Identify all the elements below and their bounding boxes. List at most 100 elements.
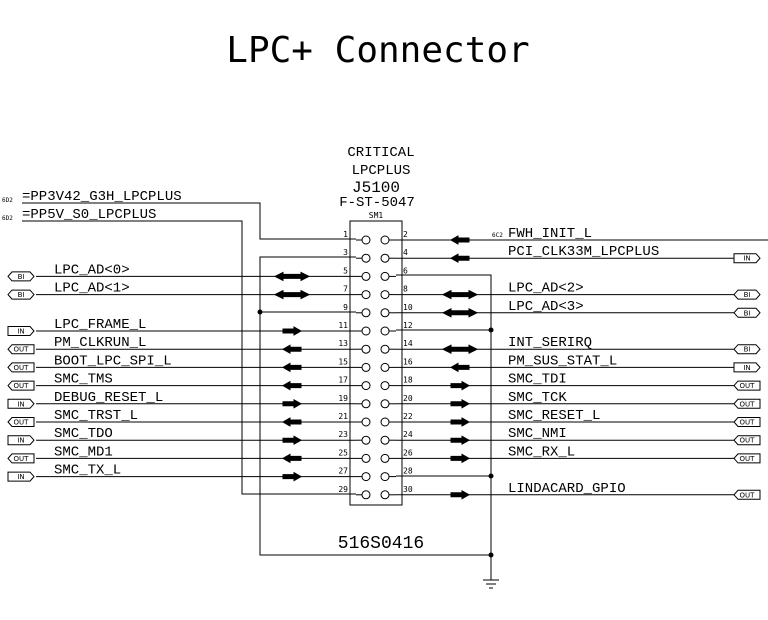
signal-direction-arrow [441, 289, 479, 300]
pin-circle [361, 290, 371, 300]
port-type-label: OUT [740, 382, 756, 390]
pin-circle [380, 253, 390, 263]
net-label-left: LPC_FRAME_L [54, 317, 146, 333]
port-type-label: OUT [14, 382, 30, 390]
port-type-label: OUT [14, 419, 30, 427]
port-tag [733, 344, 761, 355]
pin-circle [361, 326, 371, 336]
pin-number-right: 24 [403, 430, 413, 439]
port-tag [733, 398, 761, 409]
signal-direction-arrow [281, 380, 302, 391]
signal-direction-arrow [282, 398, 303, 409]
junction-dot [488, 327, 494, 333]
signal-direction-arrow [450, 453, 471, 464]
power-ref-1: 6D2 [2, 197, 13, 204]
net-label-right: SMC_NMI [508, 426, 567, 442]
port-type-label: OUT [740, 419, 756, 427]
pin-circle [380, 344, 390, 354]
signal-direction-arrow [273, 289, 311, 300]
port-tag [7, 326, 35, 336]
net-label-right: SMC_TDI [508, 372, 567, 388]
port-type-label: OUT [14, 346, 30, 354]
pin-circle [361, 490, 371, 500]
port-tag [733, 435, 761, 446]
net-label-left: SMC_TRST_L [54, 408, 138, 424]
port-type-label: IN [17, 473, 24, 481]
pin-number-left: 5 [343, 266, 348, 275]
signal-direction-arrow [281, 344, 302, 355]
port-type-label: OUT [14, 364, 30, 372]
pin-number-right: 26 [403, 448, 413, 457]
net-label-right: SMC_RESET_L [508, 408, 600, 424]
pin-circle [361, 308, 371, 318]
power-wire-1 [22, 202, 356, 240]
port-tag [733, 417, 761, 427]
signal-direction-arrow [450, 435, 471, 446]
pin-circle [361, 362, 371, 372]
pin-number-right: 20 [403, 394, 413, 403]
signal-direction-arrow [281, 417, 302, 427]
pin-circle [380, 472, 390, 482]
port-type-label: OUT [740, 400, 756, 408]
ground-rail-left [259, 256, 491, 556]
signal-direction-arrow [441, 307, 479, 318]
port-type-label: IN [743, 364, 750, 372]
pin-number-left: 19 [338, 394, 348, 403]
pin-circle [380, 271, 390, 281]
port-tag [7, 344, 35, 355]
signal-direction-arrow [450, 398, 471, 409]
port-type-label: OUT [14, 455, 30, 463]
pin-circle [380, 417, 390, 427]
pin-circle [380, 399, 390, 409]
pin-circle [380, 381, 390, 391]
port-type-label: BI [744, 309, 751, 317]
port-type-label: IN [17, 400, 24, 408]
port-type-label: IN [743, 255, 750, 263]
lpcplus-label: LPCPLUS [352, 163, 411, 179]
port-tag [7, 453, 35, 464]
pin-circle [361, 399, 371, 409]
pin-number-left: 23 [338, 430, 348, 439]
port-tag [7, 398, 35, 409]
signal-direction-arrow [449, 235, 470, 245]
power-wire-2 [22, 220, 356, 495]
pin-number-left: 3 [343, 248, 348, 257]
port-type-label: BI [744, 346, 751, 354]
pin-circle [361, 235, 371, 245]
port-type-label: OUT [740, 491, 756, 499]
refdes-label: J5100 [352, 179, 400, 197]
pin-number-right: 2 [403, 230, 408, 239]
port-tag [733, 307, 761, 318]
net-label-left: SMC_TX_L [54, 463, 121, 479]
signal-direction-arrow [449, 253, 470, 264]
net-label-right: SMC_RX_L [508, 444, 575, 460]
pin-circle [380, 490, 390, 500]
pin-number-left: 15 [338, 357, 348, 366]
port-tag [733, 380, 761, 391]
port-tag [733, 489, 761, 500]
port-type-label: OUT [740, 437, 756, 445]
pin-number-left: 9 [343, 303, 348, 312]
signal-direction-arrow [449, 362, 470, 373]
pin-number-right: 12 [403, 321, 413, 330]
pin-number-right: 6 [403, 266, 408, 275]
pin-number-left: 21 [338, 412, 348, 421]
footprint-label: F-ST-5047 [339, 195, 415, 211]
pin-number-right: 4 [403, 248, 408, 257]
signal-direction-arrow [282, 435, 303, 446]
net-label-left: LPC_AD<1> [54, 281, 130, 297]
junction-dot [488, 473, 494, 479]
pin-number-left: 25 [338, 448, 348, 457]
net-label-left: PM_CLKRUN_L [54, 335, 146, 351]
signal-direction-arrow [273, 271, 311, 282]
pin-number-right: 22 [403, 412, 413, 421]
pin-number-right: 16 [403, 357, 413, 366]
pin-circle [361, 417, 371, 427]
junction-dot [488, 552, 494, 558]
pin-circle [380, 453, 390, 463]
pin-circle [361, 472, 371, 482]
pin-circle [380, 235, 390, 245]
port-tag [7, 289, 35, 300]
